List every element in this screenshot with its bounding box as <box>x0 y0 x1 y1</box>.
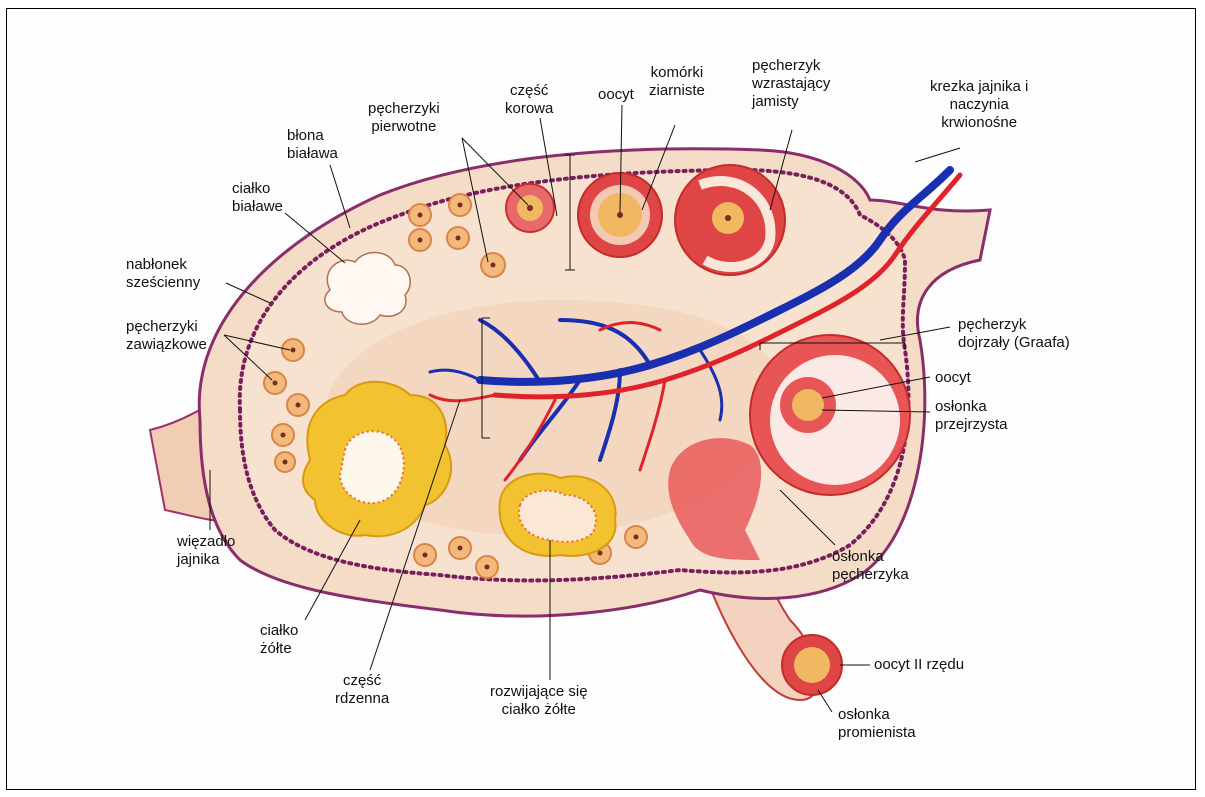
primary-follicle <box>506 184 554 232</box>
ovulated-oocyte <box>782 635 842 695</box>
label-oocyt-right: oocyt <box>935 369 971 387</box>
secondary-follicle <box>578 173 662 257</box>
graafian-follicle <box>750 335 910 495</box>
label-oocyt-2: oocyt II rzędu <box>874 656 964 674</box>
antral-follicle <box>675 165 785 275</box>
developing-corpus-luteum <box>500 474 616 556</box>
label-oocyt-top: oocyt <box>598 86 634 104</box>
